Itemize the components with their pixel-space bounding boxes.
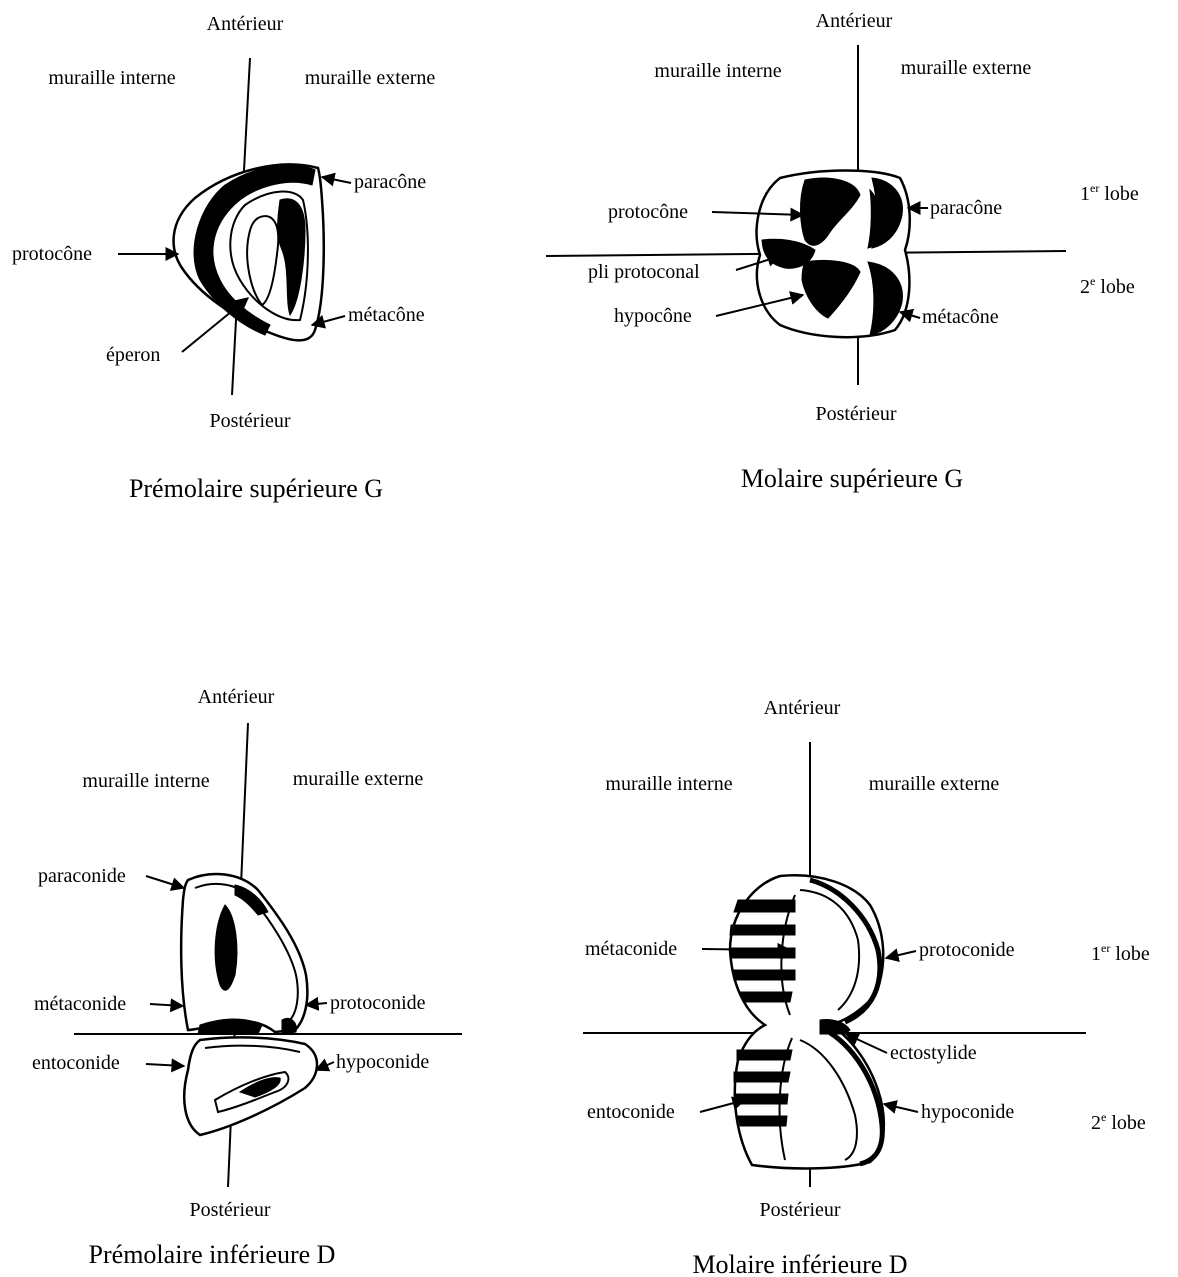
- metaconide-arrow: [702, 949, 790, 950]
- protoconide-arrow: [306, 1003, 327, 1005]
- upper-molar-tooth: [757, 171, 910, 338]
- upper-molar-figure: Antérieur muraille interne muraille exte…: [546, 10, 1139, 493]
- lower-molar-tooth: [730, 875, 884, 1168]
- lobe-2-label: 2e lobe: [1091, 1110, 1146, 1134]
- lower-premolar-figure: Antérieur muraille interne muraille exte…: [32, 686, 462, 1269]
- anterior-label: Antérieur: [816, 10, 893, 32]
- protoconide-arrow: [886, 951, 916, 958]
- inner-wall-label: muraille interne: [82, 770, 209, 792]
- lower-premolar-tooth: [181, 874, 317, 1135]
- outer-wall-label: muraille externe: [901, 57, 1032, 79]
- hypoconide-label: hypoconide: [921, 1101, 1014, 1123]
- hypoconide-arrow: [884, 1104, 918, 1112]
- lobe-1-label: 1er lobe: [1091, 941, 1150, 965]
- metaconide-arrow: [150, 1004, 183, 1006]
- eperon-label: éperon: [106, 344, 160, 366]
- entoconide-label: entoconide: [32, 1052, 120, 1074]
- entoconide-label: entoconide: [587, 1101, 675, 1123]
- posterior-label: Postérieur: [815, 403, 896, 425]
- outer-wall-label: muraille externe: [305, 67, 436, 89]
- hypoconide-arrow: [316, 1062, 334, 1070]
- metacone-label: métacône: [348, 304, 425, 326]
- lower-molar-figure: Antérieur muraille interne muraille exte…: [583, 697, 1150, 1277]
- paracone-arrow: [322, 177, 351, 183]
- inner-wall-label: muraille interne: [48, 67, 175, 89]
- lobe-2-label: 2e lobe: [1080, 274, 1135, 298]
- inner-wall-label: muraille interne: [654, 60, 781, 82]
- posterior-label: Postérieur: [189, 1199, 270, 1221]
- hypocone-label: hypocône: [614, 305, 692, 327]
- pli-protoconal-label: pli protoconal: [588, 261, 700, 283]
- inner-wall-label: muraille interne: [605, 773, 732, 795]
- paraconide-label: paraconide: [38, 865, 126, 887]
- protoconide-label: protoconide: [330, 992, 426, 1014]
- posterior-label: Postérieur: [209, 410, 290, 432]
- figure-caption: Prémolaire supérieure G: [129, 474, 383, 503]
- anterior-label: Antérieur: [764, 697, 841, 719]
- upper-premolar-figure: Antérieur muraille interne muraille exte…: [12, 13, 435, 503]
- protocone-label: protocône: [12, 243, 92, 265]
- outer-wall-label: muraille externe: [869, 773, 1000, 795]
- paraconide-arrow: [146, 876, 184, 888]
- figure-caption: Molaire supérieure G: [741, 464, 963, 493]
- anterior-label: Antérieur: [198, 686, 275, 708]
- upper-premolar-tooth: [174, 165, 324, 341]
- paracone-label: paracône: [930, 197, 1002, 219]
- entoconide-arrow: [146, 1064, 184, 1066]
- eperon-arrow: [182, 298, 248, 352]
- posterior-label: Postérieur: [759, 1199, 840, 1221]
- hypoconide-label: hypoconide: [336, 1051, 429, 1073]
- ectostylide-label: ectostylide: [890, 1042, 977, 1064]
- metaconide-label: métaconide: [585, 938, 677, 960]
- protocone-label: protocône: [608, 201, 688, 223]
- metacone-label: métacône: [922, 306, 999, 328]
- paracone-label: paracône: [354, 171, 426, 193]
- anterior-label: Antérieur: [207, 13, 284, 35]
- lobe-1-label: 1er lobe: [1080, 181, 1139, 205]
- figure-caption: Molaire inférieure D: [692, 1250, 907, 1277]
- figure-caption: Prémolaire inférieure D: [89, 1240, 336, 1269]
- metaconide-label: métaconide: [34, 993, 126, 1015]
- outer-wall-label: muraille externe: [293, 768, 424, 790]
- protoconide-label: protoconide: [919, 939, 1015, 961]
